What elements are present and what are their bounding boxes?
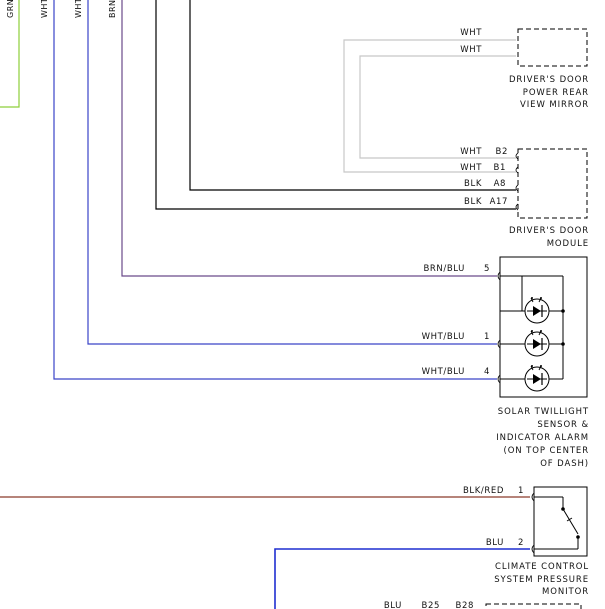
mirror-name-line-2: POWER REAR (523, 88, 589, 98)
wire-wht-outer (343, 39, 516, 173)
climate-monitor-box (533, 486, 588, 557)
bottom-pin-b25: B25 (422, 601, 440, 609)
module-wire-label-b2: WHT (460, 147, 482, 157)
wire-blk-a8 (189, 0, 516, 191)
wire-wht-blu-4 (53, 0, 497, 380)
climate-name-line-1: CLIMATE CONTROL (495, 562, 589, 572)
solar-name-line-5: OF DASH) (540, 459, 589, 469)
climate-wire-label-1: BLK/RED (463, 486, 504, 496)
solar-wire-label-5: BRN/BLU (423, 264, 465, 274)
door-module-component: WHT B2 WHT B1 BLK A8 BLK A17 DRIVER'S DO… (460, 147, 589, 249)
solar-name-line-1: SOLAR TWILLIGHT (498, 407, 589, 417)
module-wire-label-a17: BLK (464, 197, 482, 207)
solar-wire-label-1: WHT/BLU (422, 332, 465, 342)
door-module-box (517, 148, 588, 219)
module-wire-label-b1: WHT (460, 163, 482, 173)
solar-sensor-component: BRN/BLU 5 WHT/BLU 1 WHT/BLU 4 SOLAR TWIL… (422, 256, 589, 469)
top-wire-label-wht-2: WHT (74, 0, 83, 18)
solar-pin-1: 1 (484, 332, 490, 342)
wire-wht-inner (359, 55, 516, 159)
led-icon-3 (524, 365, 550, 392)
mirror-wire-label-2: WHT (460, 45, 482, 55)
module-pin-a17: A17 (490, 197, 508, 207)
module-pin-a8: A8 (494, 179, 506, 189)
mirror-wire-label-1: WHT (460, 28, 482, 38)
led-icon-1 (524, 297, 550, 324)
mirror-name-line-1: DRIVER'S DOOR (509, 75, 589, 85)
bottom-pin-b28: B28 (456, 601, 474, 609)
solar-pin-5: 5 (484, 264, 490, 274)
solar-name-line-3: INDICATOR ALARM (496, 433, 589, 443)
climate-pin-2: 2 (518, 538, 524, 548)
wire-brn-blu (121, 0, 497, 277)
wire-blk-a17 (155, 0, 516, 210)
mirror-box (517, 28, 588, 67)
module-name-line-2: MODULE (547, 239, 589, 249)
top-wire-label-brn: BRN (108, 0, 117, 18)
climate-pin-1: 1 (518, 486, 524, 496)
solar-name-line-2: SENSOR & (537, 420, 589, 430)
solar-pin-4: 4 (484, 367, 490, 377)
wire-grn (0, 0, 20, 108)
solar-sensor-box (499, 256, 588, 398)
bottom-wire-label: BLU (384, 601, 402, 609)
climate-wire-label-2: BLU (486, 538, 504, 548)
module-wire-label-a8: BLK (464, 179, 482, 189)
climate-monitor-component: BLK/RED 1 BLU 2 CLIMATE CONTROL SYSTEM P… (463, 486, 589, 597)
wire-blu (274, 548, 530, 609)
solar-name-line-4: (ON TOP CENTER (503, 446, 589, 456)
mirror-name-line-3: VIEW MIRROR (520, 100, 589, 110)
module-name-line-1: DRIVER'S DOOR (509, 226, 589, 236)
top-wire-label-grn: GRN (6, 0, 15, 18)
mirror-component: WHT WHT DRIVER'S DOOR POWER REAR VIEW MI… (460, 28, 589, 110)
wire-wht-blu-1 (87, 0, 497, 345)
bottom-connector: BLU B25 B28 (384, 601, 582, 609)
led-icon-2 (524, 330, 550, 357)
climate-name-line-2: SYSTEM PRESSURE (494, 575, 589, 585)
module-pin-b2: B2 (496, 147, 508, 157)
solar-wire-label-4: WHT/BLU (422, 367, 465, 377)
climate-name-line-3: MONITOR (542, 587, 589, 597)
bottom-connector-box (485, 603, 582, 609)
module-pin-b1: B1 (494, 163, 506, 173)
top-wire-label-wht-1: WHT (40, 0, 49, 18)
